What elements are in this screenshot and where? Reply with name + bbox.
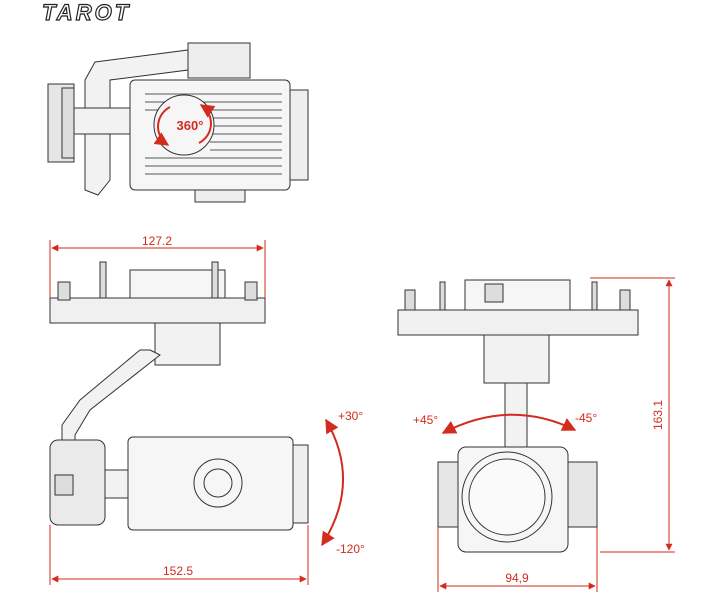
tilt-arrow [321,418,344,547]
dimension-127-line [49,240,266,298]
roll-left-label: +45° [413,413,438,427]
top-view-camera-box [187,42,251,79]
side-view-mount-plate [49,297,266,324]
front-view-mount-plate [397,309,639,336]
side-view [49,261,309,531]
dimension-width-bottom: 152.5 [163,564,193,578]
rotation-arrow [153,104,216,146]
tilt-down-label: -120° [336,542,365,556]
roll-right-label: -45° [575,411,597,425]
tarot-logo: TAROT [41,0,131,26]
rotation-label: 360° [177,118,204,133]
dimension-152-line [49,525,309,585]
dimension-width-front: 94,9 [505,571,529,585]
dimension-width-top: 127.2 [142,234,172,248]
dimension-94-line [437,527,598,592]
logo-text: TAROT [42,0,131,25]
dimension-163-line [590,277,675,553]
tilt-up-label: +30° [338,409,363,423]
dimension-height: 163.1 [651,400,665,430]
roll-arrow [441,413,577,434]
